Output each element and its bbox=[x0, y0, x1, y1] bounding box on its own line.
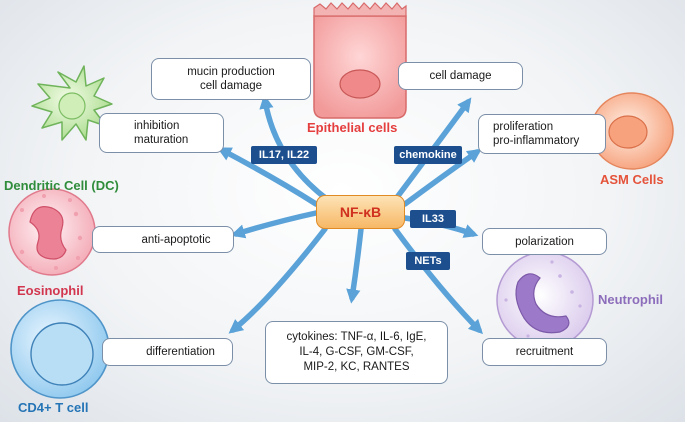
tag-il17-il22: IL17, IL22 bbox=[251, 146, 317, 164]
effect-box-anti-apoptotic: anti-apoptotic bbox=[92, 226, 234, 253]
effect-box-cell-damage: cell damage bbox=[398, 62, 523, 90]
neutrophil-icon bbox=[496, 251, 594, 349]
effect-polarization: polarization bbox=[515, 235, 574, 248]
tag-il33: IL33 bbox=[410, 210, 456, 228]
effect-box-recruitment: recruitment bbox=[482, 338, 607, 366]
cytokines-line-3: MIP-2, KC, RANTES bbox=[303, 361, 410, 373]
effect-cell-damage-right: cell damage bbox=[429, 70, 492, 82]
epithelial-cell-icon bbox=[313, 2, 407, 119]
effect-maturation: maturation bbox=[134, 134, 189, 146]
arrow-cytokines bbox=[346, 226, 364, 304]
label-epithelial-cells: Epithelial cells bbox=[307, 120, 398, 135]
dendritic-cell-icon bbox=[31, 65, 113, 141]
arrow-epithelial-right bbox=[392, 97, 472, 203]
effect-box-polarization: polarization bbox=[482, 228, 607, 255]
asm-cell-icon bbox=[590, 92, 674, 170]
effect-cell-damage-left: cell damage bbox=[199, 80, 262, 92]
arrow-recruitment bbox=[392, 226, 483, 335]
label-dendritic-cell: Dendritic Cell (DC) bbox=[4, 178, 119, 193]
arrow-eosinophil bbox=[230, 210, 319, 239]
effect-box-dc: inhibition maturation bbox=[99, 113, 224, 153]
label-asm-cells: ASM Cells bbox=[600, 172, 664, 187]
effect-anti-apoptotic: anti-apoptotic bbox=[141, 233, 211, 246]
effect-box-differentiation: differentiation bbox=[102, 338, 233, 366]
label-eosinophil: Eosinophil bbox=[17, 283, 84, 298]
effect-pro-inflammatory: pro-inflammatory bbox=[493, 135, 580, 147]
effect-box-cytokines: cytokines: TNF-α, IL-6, IgE, IL-4, G-CSF… bbox=[265, 321, 448, 384]
tag-nets: NETs bbox=[406, 252, 450, 270]
t-cell-icon bbox=[10, 299, 110, 399]
arrow-dc bbox=[216, 147, 319, 207]
label-neutrophil: Neutrophil bbox=[598, 292, 663, 307]
effect-box-mucin: mucin production cell damage bbox=[151, 58, 311, 100]
label-cd4-t-cell: CD4+ T cell bbox=[18, 400, 89, 415]
effect-proliferation: proliferation bbox=[493, 121, 554, 133]
tag-chemokine: chemokine bbox=[394, 146, 462, 164]
arrow-t-cell bbox=[228, 226, 328, 334]
effect-mucin-production: mucin production bbox=[187, 66, 275, 78]
effect-inhibition: inhibition bbox=[134, 120, 180, 132]
cytokines-line-1: cytokines: TNF-α, IL-6, IgE, bbox=[286, 331, 427, 343]
effect-recruitment: recruitment bbox=[515, 346, 574, 358]
effect-box-asm: proliferation pro-inflammatory bbox=[478, 114, 606, 154]
cytokines-line-2: IL-4, G-CSF, GM-CSF, bbox=[299, 346, 414, 358]
effect-differentiation: differentiation bbox=[146, 346, 215, 358]
arrow-asm bbox=[402, 148, 482, 207]
nfkb-node: NF-κB bbox=[316, 195, 405, 229]
